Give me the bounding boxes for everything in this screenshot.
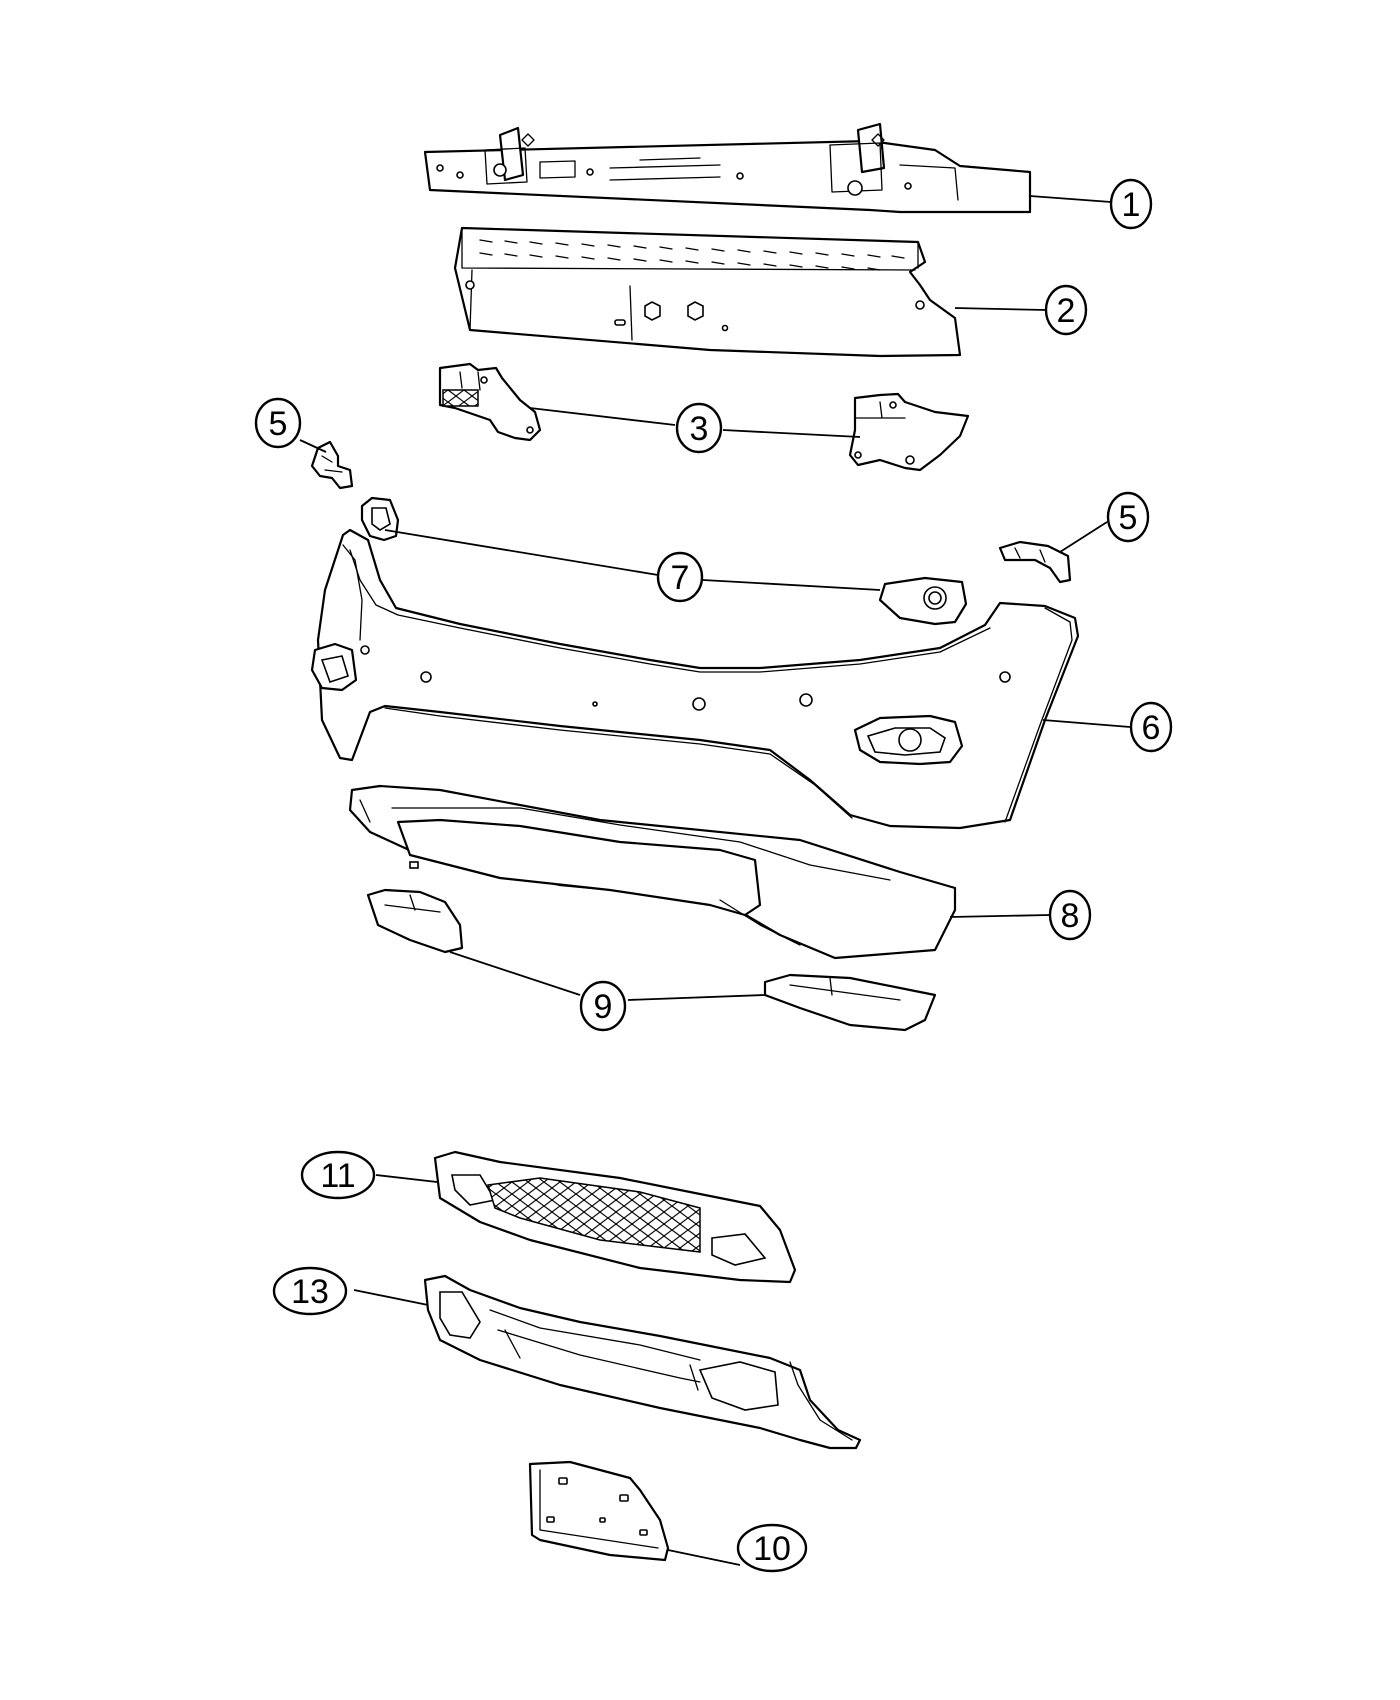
callout-6-label: 6 — [1142, 709, 1161, 747]
bracket-right — [998, 540, 1072, 584]
callout-10[interactable]: 10 — [736, 1523, 808, 1573]
callout-1[interactable]: 1 — [1109, 178, 1153, 230]
callout-10-label: 10 — [753, 1530, 791, 1568]
callout-5-right-label: 5 — [1119, 499, 1138, 537]
impact-bar — [423, 122, 1032, 214]
fascia-lower — [348, 784, 957, 960]
callout-3-label: 3 — [690, 410, 709, 448]
callout-1-label: 1 — [1122, 186, 1141, 224]
callout-7[interactable]: 7 — [656, 551, 704, 603]
callout-5-left-label: 5 — [269, 405, 288, 443]
license-plate-bracket — [528, 1460, 670, 1562]
callout-9-label: 9 — [594, 988, 613, 1026]
callout-3[interactable]: 3 — [675, 402, 723, 454]
callout-11-label: 11 — [320, 1157, 355, 1195]
leader-lines — [299, 195, 1131, 1566]
callout-9[interactable]: 9 — [579, 980, 627, 1032]
bracket — [438, 362, 970, 472]
callout-13[interactable]: 13 — [272, 1266, 348, 1316]
grille-lower — [433, 1150, 797, 1284]
callout-11[interactable]: 11 — [300, 1150, 376, 1200]
callout-7-label: 7 — [671, 559, 690, 597]
callout-5-right[interactable]: 5 — [1106, 491, 1150, 543]
callout-5-left[interactable]: 5 — [254, 397, 302, 449]
bezel-lower — [423, 1274, 862, 1450]
fog-lamp-bezel — [360, 496, 968, 626]
bumper-absorber — [453, 226, 962, 358]
callout-8-label: 8 — [1061, 897, 1080, 935]
callout-6[interactable]: 6 — [1129, 701, 1173, 753]
bracket-left — [310, 440, 354, 490]
applique — [366, 888, 937, 1032]
callout-8[interactable]: 8 — [1048, 889, 1092, 941]
callout-2[interactable]: 2 — [1044, 284, 1088, 336]
callout-13-label: 13 — [291, 1273, 329, 1311]
callout-2-label: 2 — [1057, 292, 1076, 330]
